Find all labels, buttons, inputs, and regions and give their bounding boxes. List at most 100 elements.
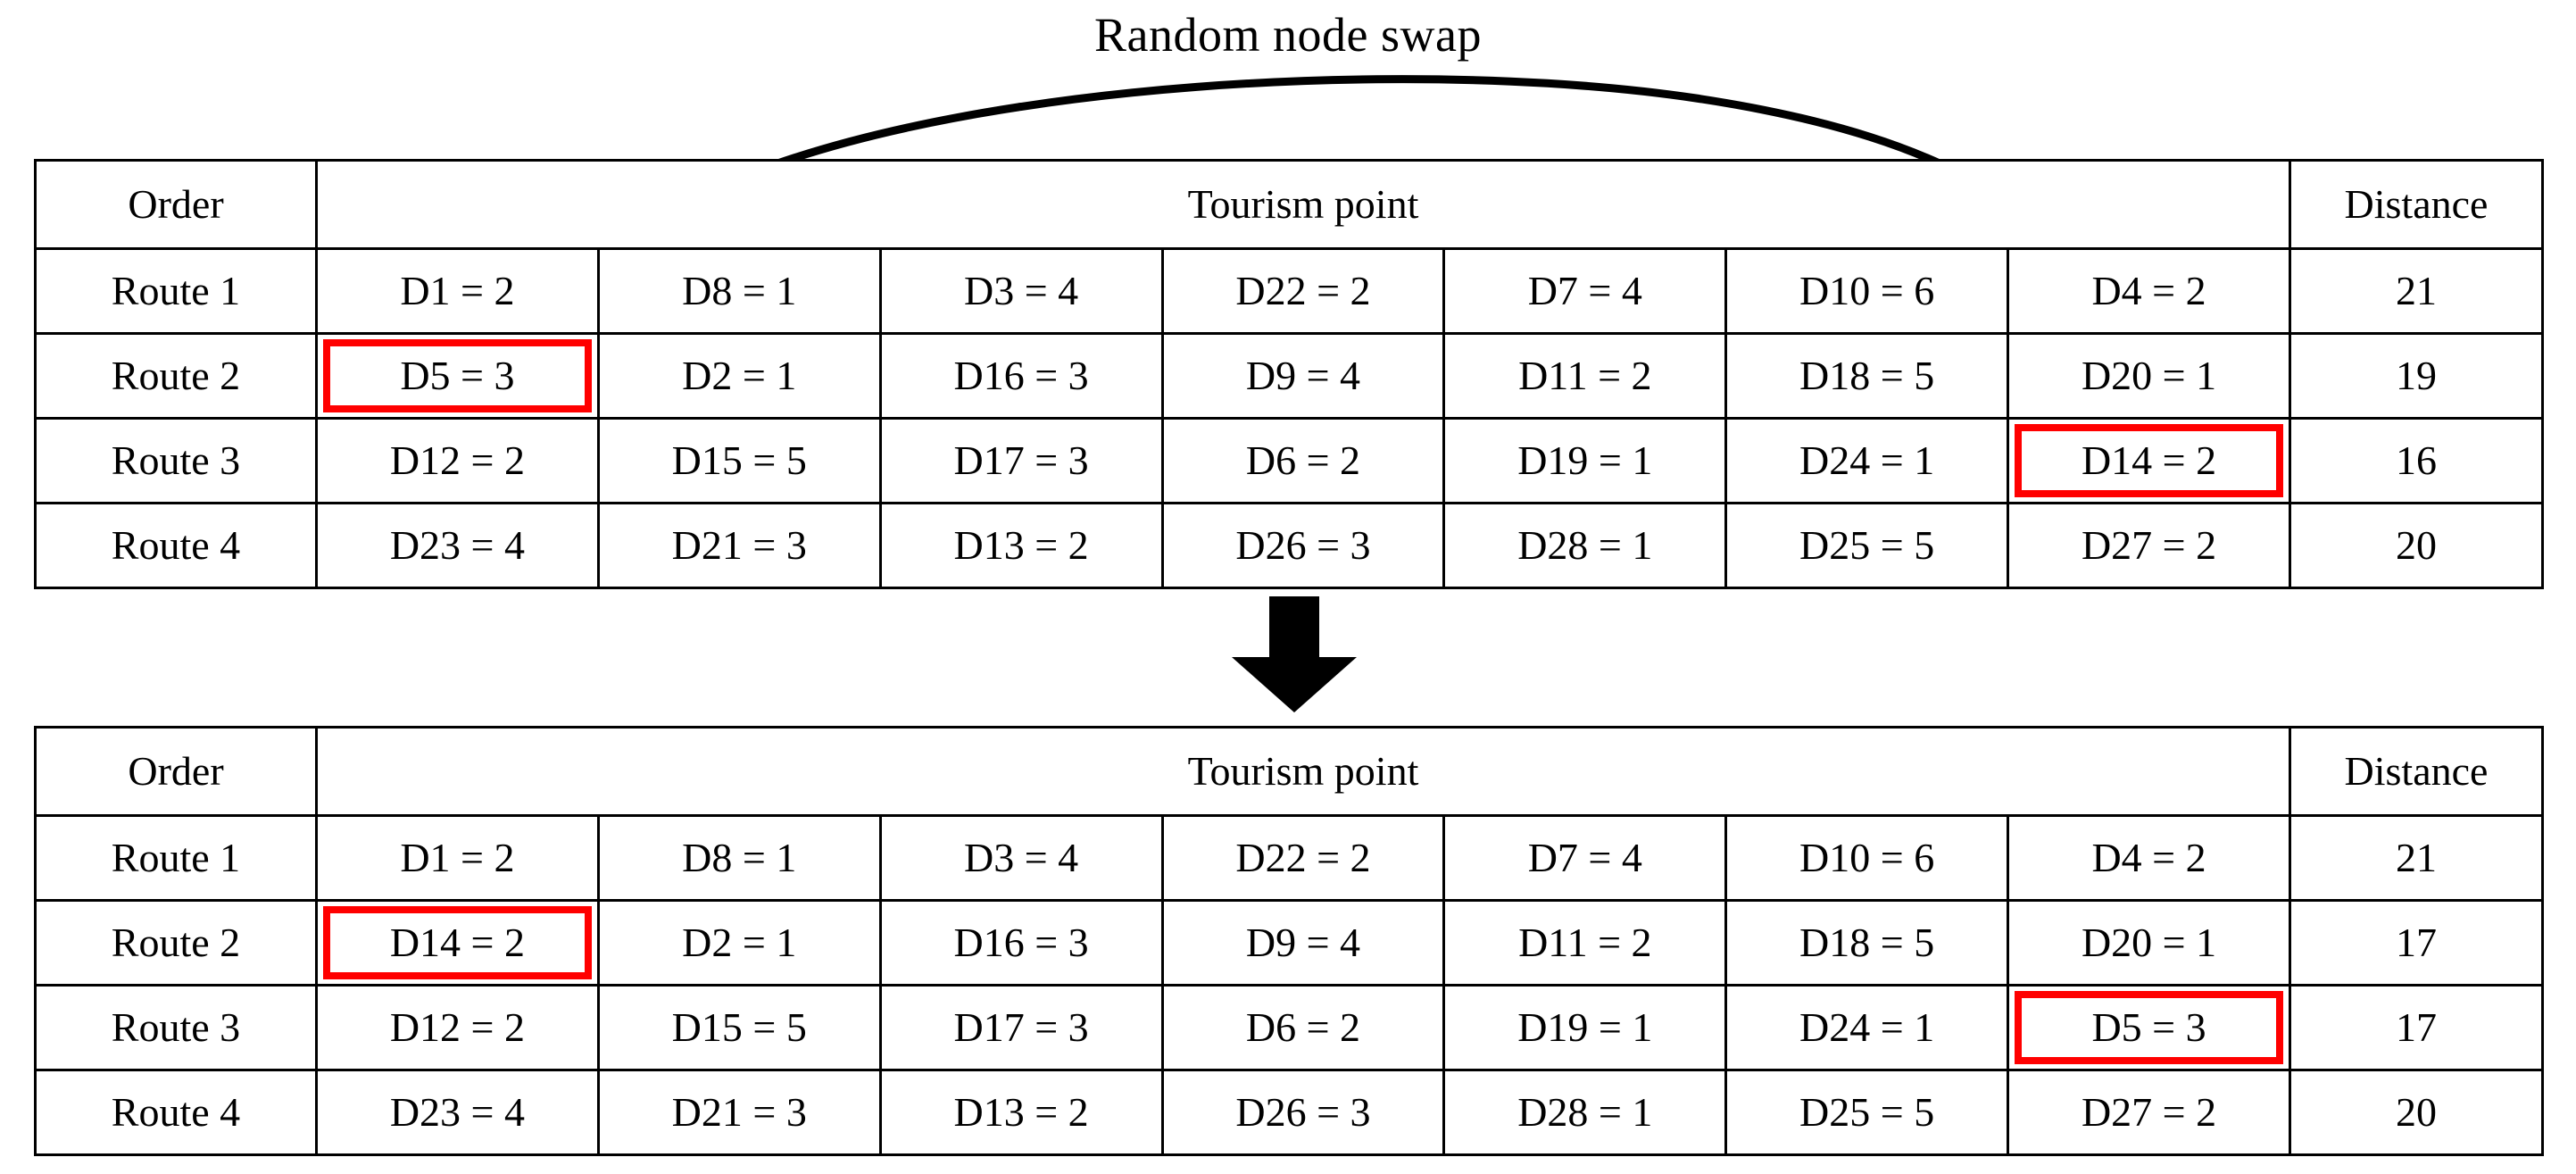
point-cell-highlighted[interactable]: D14 = 2 xyxy=(2007,417,2291,504)
point-cell[interactable]: D16 = 3 xyxy=(878,332,1164,420)
point-cell[interactable]: D3 = 4 xyxy=(878,814,1164,902)
point-cell[interactable]: D12 = 2 xyxy=(315,984,600,1071)
point-cell[interactable]: D10 = 6 xyxy=(1724,247,2010,335)
point-cell[interactable]: D10 = 6 xyxy=(1724,814,2010,902)
routes-table-after: Order Tourism point Distance Route 1 D1 … xyxy=(34,726,2544,1156)
table-row: Route 4 D23 = 4 D21 = 3 D13 = 2 D26 = 3 … xyxy=(34,1069,2544,1156)
point-text: D11 = 2 xyxy=(1518,920,1652,965)
point-cell[interactable]: D27 = 2 xyxy=(2007,502,2291,589)
distance-cell: 21 xyxy=(2289,247,2544,335)
distance-text: 21 xyxy=(2396,268,2437,313)
point-cell-highlighted[interactable]: D5 = 3 xyxy=(2007,984,2291,1071)
point-cell[interactable]: D2 = 1 xyxy=(596,899,882,987)
point-text: D5 = 3 xyxy=(2091,1004,2206,1050)
point-cell[interactable]: D4 = 2 xyxy=(2007,814,2291,902)
point-cell[interactable]: D24 = 1 xyxy=(1724,417,2010,504)
point-cell[interactable]: D15 = 5 xyxy=(596,417,882,504)
point-cell[interactable]: D24 = 1 xyxy=(1724,984,2010,1071)
point-cell[interactable]: D8 = 1 xyxy=(596,247,882,335)
point-cell[interactable]: D9 = 4 xyxy=(1160,899,1446,987)
point-cell[interactable]: D23 = 4 xyxy=(315,502,600,589)
header-distance-label: Distance xyxy=(2344,181,2489,227)
point-cell[interactable]: D28 = 1 xyxy=(1442,1069,1728,1156)
point-cell[interactable]: D13 = 2 xyxy=(878,1069,1164,1156)
point-cell[interactable]: D28 = 1 xyxy=(1442,502,1728,589)
point-text: D8 = 1 xyxy=(682,835,797,880)
point-text: D2 = 1 xyxy=(682,920,797,965)
point-cell[interactable]: D11 = 2 xyxy=(1442,899,1728,987)
distance-cell: 17 xyxy=(2289,899,2544,987)
distance-text: 17 xyxy=(2396,1004,2437,1050)
order-text: Route 2 xyxy=(111,920,241,965)
point-text: D17 = 3 xyxy=(953,437,1089,483)
point-cell[interactable]: D1 = 2 xyxy=(315,814,600,902)
point-cell[interactable]: D1 = 2 xyxy=(315,247,600,335)
point-text: D15 = 5 xyxy=(671,437,807,483)
point-text: D16 = 3 xyxy=(953,353,1089,398)
order-text: Route 3 xyxy=(111,1004,241,1050)
point-cell[interactable]: D16 = 3 xyxy=(878,899,1164,987)
point-cell[interactable]: D20 = 1 xyxy=(2007,332,2291,420)
point-cell[interactable]: D4 = 2 xyxy=(2007,247,2291,335)
point-text: D10 = 6 xyxy=(1799,835,1935,880)
point-cell[interactable]: D25 = 5 xyxy=(1724,502,2010,589)
header-order: Order xyxy=(34,726,318,817)
point-cell-highlighted[interactable]: D5 = 3 xyxy=(315,332,600,420)
row-order-label: Route 2 xyxy=(34,332,318,420)
point-cell[interactable]: D6 = 2 xyxy=(1160,984,1446,1071)
point-text: D26 = 3 xyxy=(1235,1089,1371,1135)
point-cell[interactable]: D21 = 3 xyxy=(596,502,882,589)
point-cell[interactable]: D2 = 1 xyxy=(596,332,882,420)
point-cell[interactable]: D17 = 3 xyxy=(878,984,1164,1071)
point-text: D21 = 3 xyxy=(671,1089,807,1135)
distance-cell: 17 xyxy=(2289,984,2544,1071)
point-cell[interactable]: D9 = 4 xyxy=(1160,332,1446,420)
table-header: Order Tourism point Distance xyxy=(34,726,2544,817)
point-cell[interactable]: D15 = 5 xyxy=(596,984,882,1071)
point-cell[interactable]: D26 = 3 xyxy=(1160,502,1446,589)
point-cell[interactable]: D7 = 4 xyxy=(1442,814,1728,902)
point-cell[interactable]: D27 = 2 xyxy=(2007,1069,2291,1156)
point-cell[interactable]: D25 = 5 xyxy=(1724,1069,2010,1156)
point-text: D22 = 2 xyxy=(1235,268,1371,313)
point-cell[interactable]: D19 = 1 xyxy=(1442,417,1728,504)
header-order-label: Order xyxy=(128,181,224,227)
point-text: D15 = 5 xyxy=(671,1004,807,1050)
order-text: Route 4 xyxy=(111,1089,241,1135)
point-cell[interactable]: D23 = 4 xyxy=(315,1069,600,1156)
point-text: D3 = 4 xyxy=(964,835,1079,880)
point-text: D8 = 1 xyxy=(682,268,797,313)
distance-cell: 19 xyxy=(2289,332,2544,420)
point-cell[interactable]: D18 = 5 xyxy=(1724,899,2010,987)
point-cell[interactable]: D22 = 2 xyxy=(1160,814,1446,902)
point-cell[interactable]: D3 = 4 xyxy=(878,247,1164,335)
header-row: Order Tourism point Distance xyxy=(34,159,2544,250)
point-cell[interactable]: D18 = 5 xyxy=(1724,332,2010,420)
point-cell[interactable]: D8 = 1 xyxy=(596,814,882,902)
point-text: D11 = 2 xyxy=(1518,353,1652,398)
header-tourism-point-label: Tourism point xyxy=(1187,748,1419,794)
order-text: Route 1 xyxy=(111,835,241,880)
point-text: D19 = 1 xyxy=(1517,437,1653,483)
point-cell[interactable]: D6 = 2 xyxy=(1160,417,1446,504)
point-text: D17 = 3 xyxy=(953,1004,1089,1050)
point-cell[interactable]: D22 = 2 xyxy=(1160,247,1446,335)
point-cell-highlighted[interactable]: D14 = 2 xyxy=(315,899,600,987)
header-distance: Distance xyxy=(2289,726,2544,817)
point-text: D9 = 4 xyxy=(1245,353,1361,398)
point-cell[interactable]: D12 = 2 xyxy=(315,417,600,504)
point-cell[interactable]: D20 = 1 xyxy=(2007,899,2291,987)
point-cell[interactable]: D13 = 2 xyxy=(878,502,1164,589)
distance-cell: 16 xyxy=(2289,417,2544,504)
table-row: Route 3 D12 = 2 D15 = 5 D17 = 3 D6 = 2 D… xyxy=(34,417,2544,504)
point-cell[interactable]: D11 = 2 xyxy=(1442,332,1728,420)
point-cell[interactable]: D21 = 3 xyxy=(596,1069,882,1156)
point-text: D18 = 5 xyxy=(1799,920,1935,965)
point-cell[interactable]: D26 = 3 xyxy=(1160,1069,1446,1156)
row-order-label: Route 3 xyxy=(34,417,318,504)
point-cell[interactable]: D19 = 1 xyxy=(1442,984,1728,1071)
point-cell[interactable]: D17 = 3 xyxy=(878,417,1164,504)
point-cell[interactable]: D7 = 4 xyxy=(1442,247,1728,335)
table-row: Route 4 D23 = 4 D21 = 3 D13 = 2 D26 = 3 … xyxy=(34,502,2544,589)
